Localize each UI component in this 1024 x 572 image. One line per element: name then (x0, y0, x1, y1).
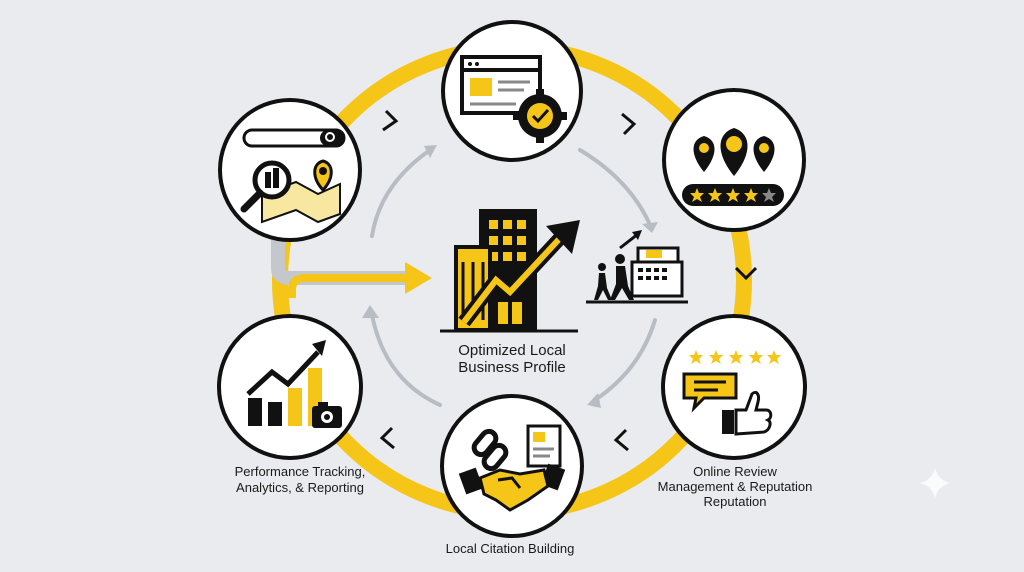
performance-label-line1: Performance Tracking, (234, 464, 366, 479)
node-circle-analytics (217, 314, 363, 460)
node-circle-search (218, 98, 362, 242)
review-management-icon (682, 350, 781, 436)
review-label-line2: Management & Reputation (657, 479, 813, 494)
feed-arrowhead (405, 262, 432, 294)
review-label: Online Review Management & Reputation Re… (630, 464, 840, 509)
citation-label: Local Citation Building (420, 541, 600, 557)
website-settings-icon (460, 55, 567, 143)
analytics-chart-icon (246, 340, 342, 428)
center-label-line1: Optimized Local (458, 342, 566, 359)
feed-arrow-yellow (288, 274, 408, 298)
review-label-line1: Online Review (693, 464, 777, 479)
center-label-line2: Business Profile (458, 359, 566, 376)
citation-label-line1: Local Citation Building (445, 541, 575, 556)
ring-chevrons (379, 109, 758, 452)
feed-arrow-grey (271, 236, 408, 285)
search-map-icon (240, 128, 346, 224)
inner-grey-arrows (370, 148, 657, 407)
location-ratings-icon (682, 128, 784, 206)
review-label-line3: Reputation (703, 494, 767, 509)
customers-register-icon (586, 230, 688, 304)
link-handshake-icon (458, 424, 566, 512)
center-label: Optimized Local Business Profile (432, 342, 592, 376)
business-growth-icon (440, 209, 580, 333)
performance-label-line2: Analytics, & Reporting (236, 480, 364, 495)
inner-arrowheads (362, 145, 658, 408)
sparkle-icon (920, 468, 950, 498)
performance-label: Performance Tracking, Analytics, & Repor… (205, 464, 395, 496)
